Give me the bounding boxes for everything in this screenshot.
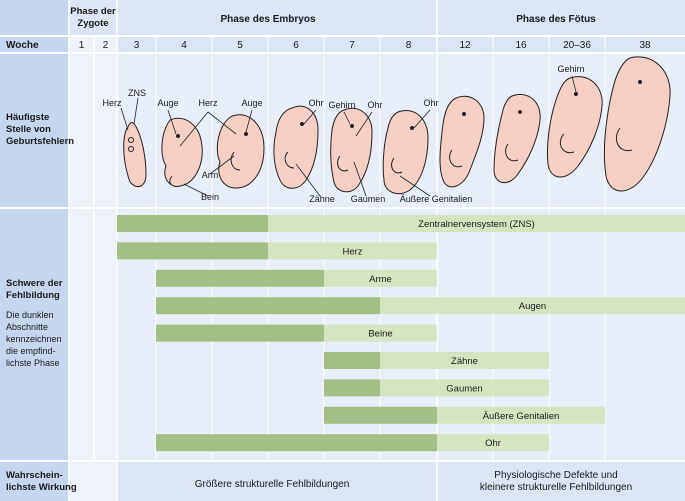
week-row-label: Woche — [6, 40, 39, 51]
week-label: 4 — [181, 40, 187, 51]
week-label: 7 — [349, 40, 355, 51]
bar-dark-segment — [156, 434, 437, 452]
bar-dark-segment — [324, 379, 380, 397]
severity-desc-line1: Die dunklen — [6, 310, 54, 320]
severity-label-line2: Fehlbildung — [6, 290, 60, 301]
week-row-bg — [69, 36, 685, 53]
zygote-phase-line2: Zygote — [77, 18, 108, 29]
fetus-effect-line2: kleinere strukturelle Fehlbildungen — [480, 482, 632, 493]
birth-defect-label-line3: Geburtsfehlern — [6, 136, 74, 147]
bar-label: Beine — [368, 329, 392, 340]
annotation-auge-w5: Auge — [241, 98, 262, 108]
bar-light-segment — [437, 406, 605, 424]
bar-dark-segment — [117, 215, 268, 232]
week-label: 1 — [79, 40, 85, 51]
week-label: 20–36 — [563, 40, 591, 51]
row-dividers — [0, 35, 685, 462]
fetus-effect-line1: Physiologische Defekte und — [494, 470, 617, 481]
effect-label-line1: Wahrschein- — [6, 470, 63, 481]
week-label: 2 — [103, 40, 109, 51]
bar-light-segment — [437, 434, 549, 452]
annotation-ohr-w7: Ohr — [367, 100, 382, 110]
week-label: 12 — [459, 40, 471, 51]
bar-label: Arme — [369, 274, 392, 285]
birth-defect-label-line2: Stelle von — [6, 124, 51, 135]
bar-dark-segment — [156, 324, 324, 342]
severity-label-line1: Schwere der — [6, 278, 63, 289]
annotation-arm: Arm — [202, 170, 219, 180]
bar-label: Äußere Genitalien — [483, 411, 560, 422]
annotation-zns: ZNS — [128, 88, 146, 98]
annotation-herz-w45: Herz — [198, 98, 218, 108]
fetus-week12-icon — [439, 95, 485, 188]
bar-label: Herz — [342, 246, 362, 257]
bar-dark-segment — [117, 242, 268, 260]
annotation-gehirn-w7: Gehirn — [328, 100, 355, 110]
birth-defect-label-line1: Häufigste — [6, 112, 49, 123]
week-label: 8 — [406, 40, 412, 51]
bar-light-segment — [380, 379, 549, 397]
embryo-illustrations — [123, 56, 671, 195]
severity-desc-line3: kennzeichnen — [6, 334, 62, 344]
embryo-week3-icon — [123, 122, 147, 188]
header-row-bg — [69, 0, 685, 36]
bar-label: Gaumen — [446, 383, 482, 394]
bar-light-segment — [380, 352, 549, 369]
fetus-week20-36-icon — [547, 76, 603, 178]
embryo-phase-title: Phase des Embryos — [220, 14, 315, 25]
severity-desc-line2: Abschnitte — [6, 322, 48, 332]
effect-label-line2: lichste Wirkung — [6, 482, 77, 493]
bar-label: Augen — [519, 301, 546, 312]
bar-label: Zähne — [451, 356, 478, 367]
embryo-week4-icon — [161, 117, 203, 187]
fetus-phase-title: Phase des Fötus — [516, 14, 596, 25]
bar-dark-segment — [324, 352, 380, 369]
embryo-week8-icon — [382, 110, 429, 195]
annotation-gehirn-fetus: Gehirn — [557, 64, 584, 74]
bar-light-segment — [324, 269, 437, 287]
bar-light-segment — [268, 242, 437, 260]
embryo-week6-icon — [273, 105, 319, 189]
zygote-phase-line1: Phase der — [70, 6, 116, 17]
birth-defect-annotations: ZNS Herz Auge Herz Auge Arm Bein Ohr Zäh… — [102, 64, 584, 204]
label-column-bg — [0, 0, 69, 501]
annotation-bein: Bein — [201, 192, 219, 202]
annotation-ohr-w8: Ohr — [423, 98, 438, 108]
week-label: 5 — [237, 40, 243, 51]
week-label: 6 — [293, 40, 299, 51]
severity-desc-line4: die empfind- — [6, 346, 56, 356]
bar-dark-segment — [324, 406, 437, 424]
week-label: 38 — [639, 40, 651, 51]
bar-light-segment — [268, 215, 685, 232]
annotation-aeussere-genitalien: Äußere Genitalien — [400, 194, 473, 204]
bar-label: Ohr — [485, 438, 501, 449]
bar-light-segment — [380, 297, 685, 315]
bar-dark-segment — [156, 269, 324, 287]
bar-label: Zentralnervensystem (ZNS) — [418, 219, 535, 230]
annotation-zaehne: Zähne — [309, 194, 335, 204]
zygote-band — [69, 36, 117, 501]
embryo-effect-text: Größere strukturelle Fehlbildungen — [195, 479, 350, 490]
week-label: 3 — [134, 40, 140, 51]
annotation-ohr-w6: Ohr — [308, 98, 323, 108]
annotation-gaumen: Gaumen — [351, 194, 386, 204]
fetus-week38-icon — [603, 56, 671, 192]
annotation-herz-w3: Herz — [102, 98, 122, 108]
bar-dark-segment — [156, 297, 380, 315]
severity-desc-line5: lichste Phase — [6, 358, 60, 368]
bar-light-segment — [324, 324, 437, 342]
sensitivity-bars: Zentralnervensystem (ZNS) HerzArmeAugenBe… — [117, 215, 685, 452]
annotation-leader-lines — [120, 75, 577, 197]
effect-row-bg — [69, 461, 685, 501]
embryo-week7-icon — [330, 107, 373, 193]
annotation-auge-w4: Auge — [157, 98, 178, 108]
week-label: 16 — [515, 40, 527, 51]
fetus-week16-icon — [493, 94, 541, 184]
